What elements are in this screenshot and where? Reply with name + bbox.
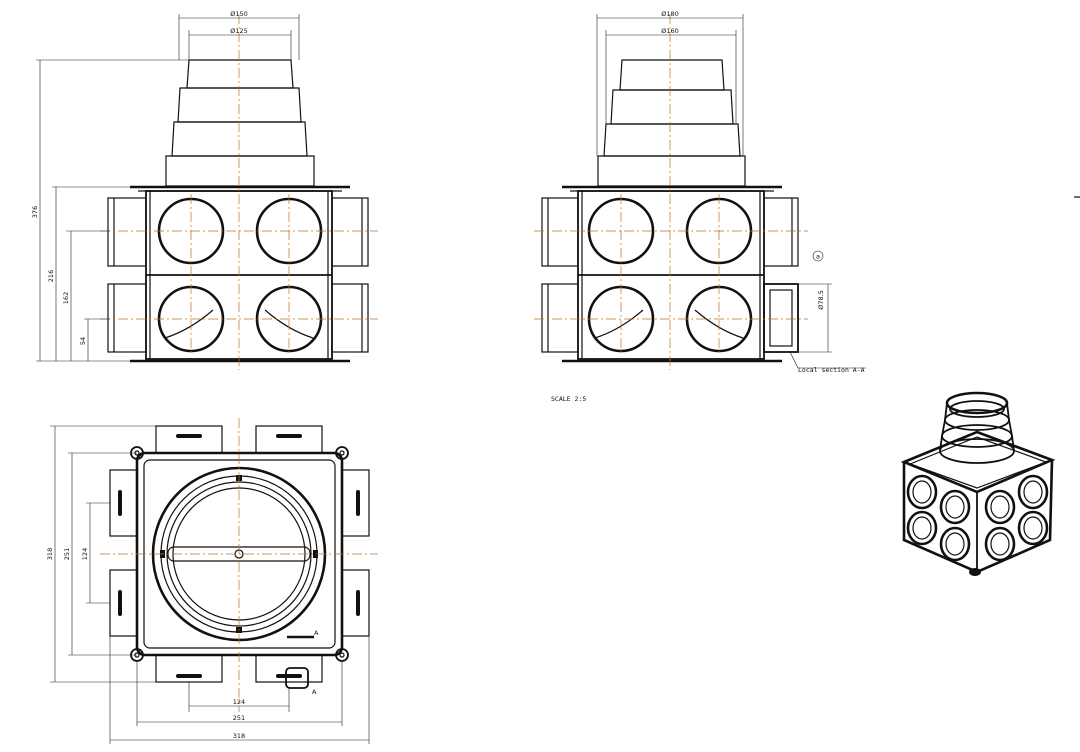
plan-inner-v-label: 251 [63,548,71,560]
plan-overall-h-label: 318 [233,732,245,740]
section-detail-marker: a [816,253,820,261]
front-lower-row-label: 54 [79,337,87,345]
front-outer-dia-label: Ø150 [230,10,248,18]
side-spigot-dia-label: Ø78.5 [817,290,825,310]
front-total-height-label: 376 [31,206,39,218]
front-inner-dia-label: Ø125 [230,27,248,35]
front-view: Ø150 Ø125 376 216 162 54 [31,10,378,370]
isometric-view [900,391,1056,576]
side-view: a Ø78.5 Local section A-A Ø180 Ø160 [534,10,866,374]
plan-spacing-v-label: 124 [81,548,89,560]
scale-label: SCALE 2:5 [551,395,586,403]
plan-overall-v-label: 318 [46,548,54,560]
section-mark-bottom: A [312,688,317,696]
side-outer-dia-label: Ø180 [661,10,679,18]
front-upper-row-label: 162 [62,292,70,304]
plan-view: A A 318 251 124 124 251 318 [46,418,378,744]
front-body-height-label: 216 [47,270,55,282]
section-mark-top: A [314,629,319,637]
side-inner-dia-label: Ø160 [661,27,679,35]
plan-spacing-h-label: 124 [233,698,245,706]
local-section-label: Local section A-A [798,366,865,374]
plan-inner-h-label: 251 [233,714,245,722]
